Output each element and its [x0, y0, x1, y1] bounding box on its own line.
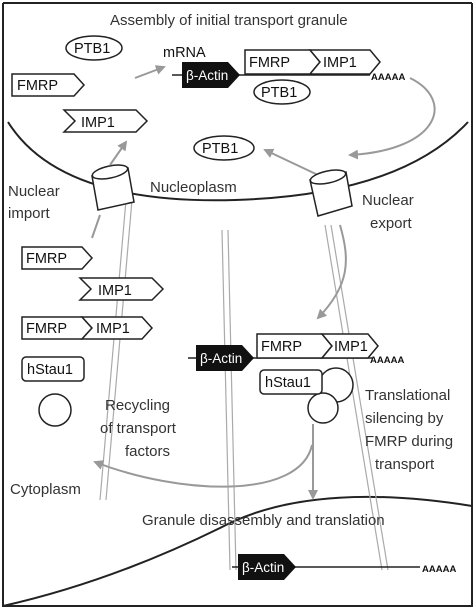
fmrp-box-cyto [21, 246, 94, 270]
ptb1-label-complex: PTB1 [261, 85, 297, 101]
fmrp-label-pair: FMRP [26, 321, 67, 337]
imp1-box-granule [320, 333, 379, 359]
import-up-arrow [91, 214, 101, 239]
recycling-label-1: Recycling [105, 397, 170, 414]
imp1-box-cyto [78, 277, 165, 301]
cytoskeleton-filaments [99, 199, 389, 571]
ptb1-oval [65, 35, 123, 61]
fmrp-box [11, 73, 86, 97]
beta-actin-label: β-Actin [186, 68, 228, 83]
imp1-label-granule: IMP1 [334, 339, 368, 355]
cell-outer-border [2, 3, 473, 607]
beta-actin-label-granule: β-Actin [200, 351, 242, 366]
recycling-label-3: factors [125, 443, 170, 460]
polya-tail-top: AAAAA [371, 72, 405, 83]
silencing-label-2: silencing by [365, 410, 444, 427]
silencing-label-1: Translational [365, 387, 450, 404]
hstau1-box-granule [259, 369, 323, 395]
nuclear-pore-export [309, 169, 353, 217]
beta-actin-gene-granule [196, 345, 254, 371]
nuclear-envelope [7, 121, 469, 202]
mrna-label: mRNA [163, 45, 206, 61]
nuclear-import-label-2: import [8, 205, 51, 222]
polya-tail-granule: AAAAA [370, 355, 404, 366]
hstau1-label-free: hStau1 [27, 362, 73, 378]
diagram-title: Assembly of initial transport granule [110, 12, 348, 29]
polya-tail-translated: AAAAA [422, 564, 456, 575]
nuclear-pore-import [91, 164, 135, 211]
ribosome-granule-small [307, 392, 339, 424]
silencing-label-3: FMRP during [365, 433, 453, 450]
imp1-label: IMP1 [81, 115, 115, 131]
fmrp-label-cyto: FMRP [26, 251, 67, 267]
nuclear-export-label-2: export [370, 215, 413, 232]
ptb1-label: PTB1 [74, 41, 110, 57]
silencing-label-4: transport [375, 456, 435, 473]
recycling-arrow [93, 444, 313, 488]
ptb1-label-nucleus: PTB1 [202, 141, 238, 157]
beta-actin-gene-translated [238, 554, 296, 580]
imp1-box-pair [80, 316, 154, 340]
imp1-box [62, 109, 149, 133]
ptb1-oval-nucleus [193, 135, 255, 161]
ribosome-free [38, 393, 72, 427]
nucleoplasm-label: Nucleoplasm [150, 179, 237, 196]
imp1-label-cyto: IMP1 [98, 283, 132, 299]
recycling-label-2: of transport [100, 420, 177, 437]
beta-actin-label-translated: β-Actin [242, 560, 284, 575]
imp1-label-complex: IMP1 [323, 55, 357, 71]
disassembly-label: Granule disassembly and translation [142, 512, 385, 529]
nuclear-export-label-1: Nuclear [362, 192, 414, 209]
fmrp-label-complex: FMRP [249, 55, 290, 71]
nuclear-import-label-1: Nuclear [8, 183, 60, 200]
ptb1-oval-complex [253, 79, 311, 105]
assembly-arrow [134, 65, 166, 79]
cytoplasm-label: Cytoplasm [10, 481, 81, 498]
hstau1-label-granule: hStau1 [265, 375, 311, 391]
imp1-box-complex [308, 49, 381, 75]
to-export-arrow [348, 77, 436, 160]
imp1-label-pair: IMP1 [96, 321, 130, 337]
fmrp-label-granule: FMRP [261, 339, 302, 355]
fmrp-label: FMRP [17, 78, 58, 94]
export-down-arrow [316, 224, 347, 320]
ptb1-release-arrow [263, 148, 319, 176]
beta-actin-gene [182, 62, 240, 88]
import-arrow [109, 140, 128, 166]
hstau1-box-free [21, 356, 85, 382]
